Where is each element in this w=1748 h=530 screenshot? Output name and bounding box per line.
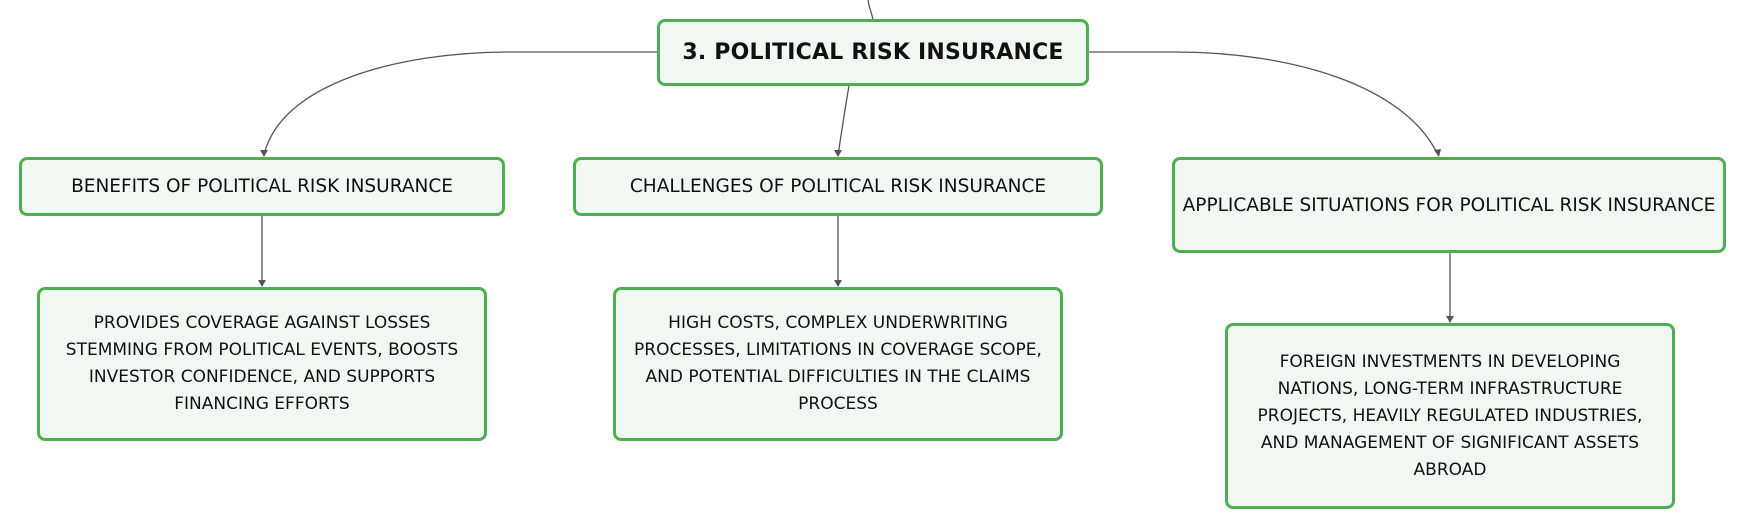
connector-root-to-benefits: [263, 51, 658, 156]
root-node[interactable]: 3. POLITICAL RISK INSURANCE: [657, 19, 1089, 86]
connector-root-to-situations: [1089, 51, 1439, 156]
arrow-head: [834, 280, 842, 287]
branch-node-situations[interactable]: APPLICABLE SITUATIONS FOR POLITICAL RISK…: [1172, 157, 1726, 253]
arrow-head: [1446, 316, 1454, 323]
arrow-head: [258, 280, 266, 287]
detail-text: HIGH COSTS, COMPLEX UNDERWRITING PROCESS…: [634, 313, 1042, 414]
detail-text: PROVIDES COVERAGE AGAINST LOSSES STEMMIN…: [65, 313, 459, 414]
arrow-head: [1434, 149, 1441, 157]
connector-root-to-challenges: [837, 85, 850, 156]
branch-label: BENEFITS OF POLITICAL RISK INSURANCE: [71, 176, 453, 197]
detail-node-benefits[interactable]: PROVIDES COVERAGE AGAINST LOSSES STEMMIN…: [37, 287, 487, 441]
detail-text: FOREIGN INVESTMENTS IN DEVELOPING NATION…: [1257, 351, 1643, 480]
branch-label: CHALLENGES OF POLITICAL RISK INSURANCE: [629, 176, 1047, 197]
branch-node-challenges[interactable]: CHALLENGES OF POLITICAL RISK INSURANCE: [573, 157, 1103, 216]
arrow-head: [834, 150, 842, 157]
arrow-head: [260, 150, 268, 157]
root-label: 3. POLITICAL RISK INSURANCE: [682, 40, 1064, 65]
detail-node-situations[interactable]: FOREIGN INVESTMENTS IN DEVELOPING NATION…: [1225, 323, 1675, 509]
detail-node-challenges[interactable]: HIGH COSTS, COMPLEX UNDERWRITING PROCESS…: [613, 287, 1063, 441]
branch-node-benefits[interactable]: BENEFITS OF POLITICAL RISK INSURANCE: [19, 157, 505, 216]
connector-parent-to-root: [867, 0, 874, 21]
branch-label: APPLICABLE SITUATIONS FOR POLITICAL RISK…: [1182, 194, 1716, 216]
